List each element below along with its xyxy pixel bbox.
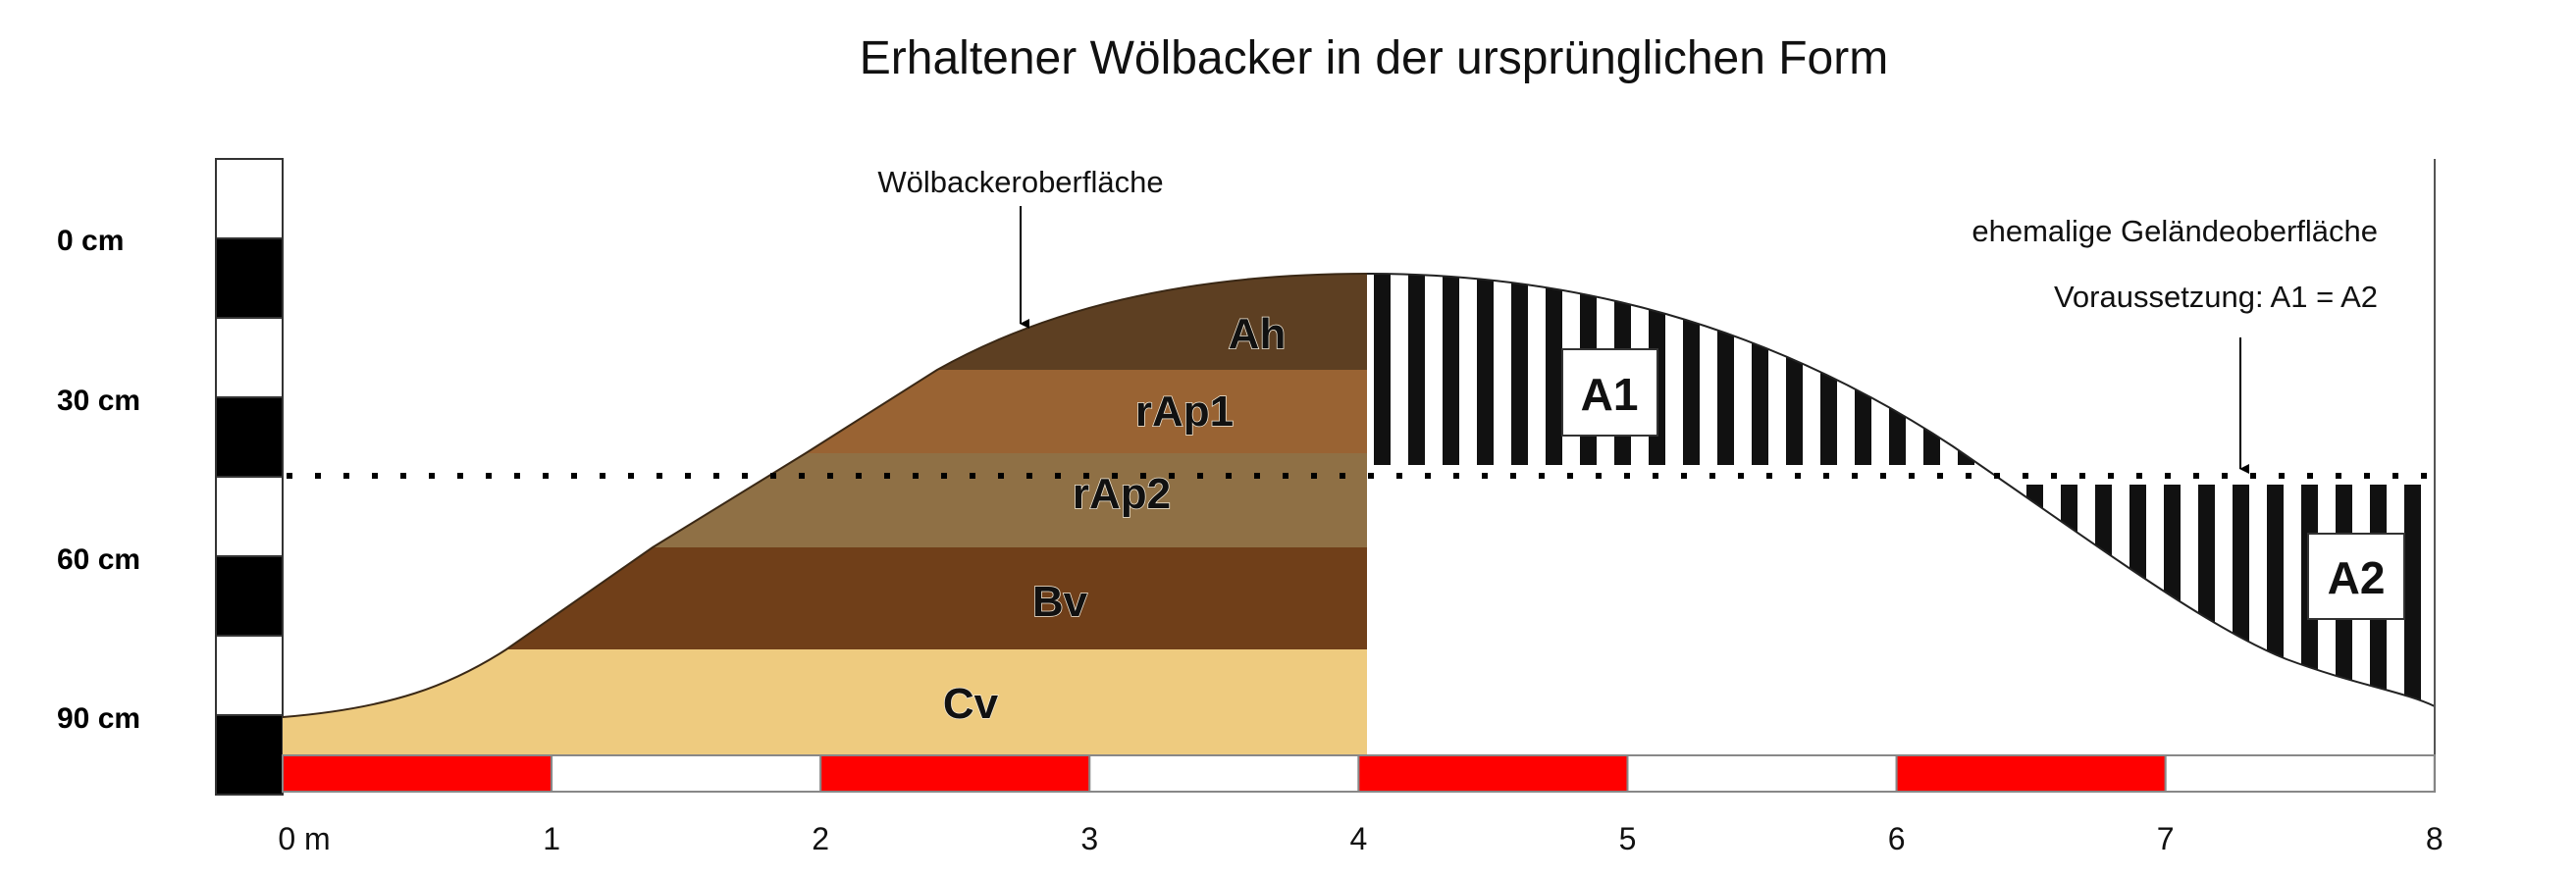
- diagram-title: Erhaltener Wölbacker in der ursprünglich…: [860, 32, 1888, 84]
- former-surface-annotation: ehemalige Geländeoberfläche: [1971, 214, 2378, 248]
- soil-layer-rap2: [283, 453, 1367, 547]
- distance-tick-label: 0 m: [278, 821, 330, 856]
- area-a2-hatch: [1997, 485, 2435, 706]
- ruler-segment: [215, 635, 284, 716]
- distance-tick-label: 8: [2426, 821, 2444, 856]
- soil-layer-cv: [283, 649, 1367, 755]
- ruler-segment: [215, 555, 284, 637]
- scale-bar-segment: [1626, 754, 1898, 793]
- depth-label-90: 90 cm: [57, 702, 140, 735]
- scale-bar-segment: [1088, 754, 1360, 793]
- scale-bar-segment: [551, 754, 822, 793]
- distance-tick-label: 3: [1080, 821, 1098, 856]
- distance-tick-label: 7: [2157, 821, 2175, 856]
- distance-tick-label: 4: [1350, 821, 1368, 856]
- scale-bar-segment: [282, 754, 553, 793]
- ruler-segment: [215, 476, 284, 557]
- soil-layer-ah: [283, 274, 1367, 370]
- distance-scale-bar: [282, 754, 2436, 793]
- surface-annotation: Wölbackeroberfläche: [877, 165, 1163, 199]
- area-a2-box: [2307, 533, 2405, 620]
- ruler-segment: [215, 714, 284, 796]
- distance-tick-labels: 0 m 1 2 3 4 5 6 7 8: [278, 821, 2443, 856]
- layer-label-ah: Ah: [1229, 310, 1287, 358]
- condition-annotation: Voraussetzung: A1 = A2: [2054, 280, 2378, 314]
- scale-bar-segment: [2164, 754, 2436, 793]
- area-a2-label: A2: [2328, 552, 2386, 603]
- area-a1-label: A1: [1581, 369, 1639, 420]
- ruler-segment: [215, 396, 284, 478]
- layer-label-cv: Cv: [943, 680, 999, 728]
- ruler-segment: [215, 317, 284, 398]
- soil-layer-bv: [283, 547, 1367, 649]
- layer-label-bv: Bv: [1032, 578, 1088, 626]
- depth-ruler: [215, 158, 284, 796]
- ruler-segment: [215, 237, 284, 319]
- distance-tick-label: 5: [1619, 821, 1637, 856]
- distance-tick-label: 2: [812, 821, 829, 856]
- woelbacker-surface-curve: [282, 273, 1368, 718]
- depth-label-30: 30 cm: [57, 385, 140, 417]
- area-a1-box: [1561, 348, 1658, 437]
- scale-bar-segment: [819, 754, 1091, 793]
- former-surface-curve: [1366, 273, 2436, 707]
- depth-label-0: 0 cm: [57, 225, 124, 257]
- scale-bar-segment: [1895, 754, 2167, 793]
- layer-label-rap1: rAp1: [1135, 387, 1234, 436]
- ruler-segment: [215, 158, 284, 239]
- distance-tick-label: 1: [543, 821, 560, 856]
- depth-label-60: 60 cm: [57, 543, 140, 576]
- distance-tick-label: 6: [1888, 821, 1906, 856]
- scale-bar-segment: [1357, 754, 1629, 793]
